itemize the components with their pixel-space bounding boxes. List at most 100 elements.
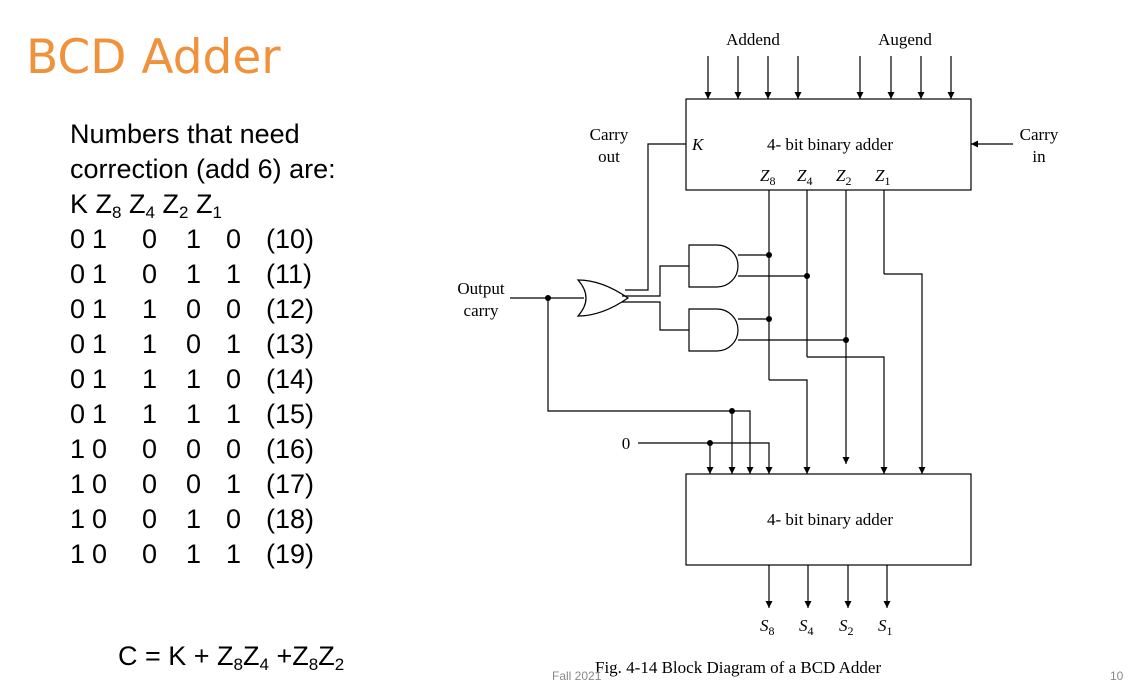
cell-z2: 1 <box>186 504 202 534</box>
cell-z4: 1 <box>142 329 158 359</box>
z2-label: Z2 <box>836 166 851 188</box>
addend-label: Addend <box>726 30 780 49</box>
s8-label: S8 <box>760 616 775 638</box>
cell-z2: 1 <box>186 364 202 394</box>
carry-in-label-2: in <box>1032 147 1046 166</box>
or-gate <box>576 279 630 317</box>
cell-z2: 0 <box>186 434 202 464</box>
cell-val: (12) <box>266 294 315 324</box>
header-k: K <box>70 189 89 219</box>
page-number: 10 <box>1110 669 1124 683</box>
carry-out-label-2: out <box>598 147 620 166</box>
cell-val: (19) <box>266 539 315 569</box>
cell-z8: 1 <box>92 294 108 324</box>
cell-z1: 1 <box>226 399 242 429</box>
z8-label: Z8 <box>760 166 775 188</box>
cell-val: (16) <box>266 434 315 464</box>
cell-k: 1 <box>70 539 86 569</box>
output-carry-label-2: carry <box>464 301 499 320</box>
top-adder-label: 4- bit binary adder <box>767 135 893 154</box>
cell-z1: 0 <box>226 434 242 464</box>
cell-z4: 1 <box>142 294 158 324</box>
figure-caption: Fig. 4-14 Block Diagram of a BCD Adder <box>595 658 881 677</box>
cell-z1: 1 <box>226 329 242 359</box>
cell-k: 1 <box>70 434 86 464</box>
and-gate-upper <box>688 244 739 288</box>
and-gate-lower <box>688 308 739 352</box>
s4-label: S4 <box>799 616 814 638</box>
carry-out-label-1: Carry <box>590 125 629 144</box>
cell-k: 0 <box>70 294 86 324</box>
carry-formula: C = K + Z8Z4 +Z8Z2 <box>118 641 345 674</box>
slide-title: BCD Adder <box>26 30 281 85</box>
cell-z8: 0 <box>92 504 108 534</box>
cell-k: 1 <box>70 504 86 534</box>
cell-z4: 0 <box>142 504 158 534</box>
cell-z4: 0 <box>142 539 158 569</box>
cell-k: 1 <box>70 469 86 499</box>
bottom-adder-box <box>685 473 972 566</box>
s2-label: S2 <box>839 616 854 638</box>
cell-k: 0 <box>70 399 86 429</box>
cell-val: (17) <box>266 469 315 499</box>
cell-z8: 1 <box>92 259 108 289</box>
cell-z2: 0 <box>186 469 202 499</box>
carry-in-label-1: Carry <box>1020 125 1059 144</box>
cell-z8: 0 <box>92 469 108 499</box>
cell-z1: 1 <box>226 469 242 499</box>
cell-z4: 0 <box>142 259 158 289</box>
cell-z1: 0 <box>226 364 242 394</box>
z1-label: Z1 <box>875 166 890 188</box>
cell-z1: 0 <box>226 224 242 254</box>
cell-z8: 1 <box>92 399 108 429</box>
z4-label: Z4 <box>797 166 812 188</box>
header-z4: Z4 <box>129 189 155 222</box>
cell-z1: 1 <box>226 539 242 569</box>
intro-line-2: correction (add 6) are: <box>70 154 336 184</box>
cell-z4: 0 <box>142 434 158 464</box>
cell-z2: 1 <box>186 539 202 569</box>
cell-z8: 1 <box>92 329 108 359</box>
cell-z4: 0 <box>142 469 158 499</box>
cell-z1: 1 <box>226 259 242 289</box>
bottom-adder-label: 4- bit binary adder <box>767 510 893 529</box>
cell-z8: 1 <box>92 364 108 394</box>
footer-date: Fall 2021 <box>552 669 602 683</box>
correction-table: Numbers that need correction (add 6) are… <box>70 117 336 572</box>
cell-val: (13) <box>266 329 315 359</box>
cell-z4: 1 <box>142 364 158 394</box>
cell-z8: 1 <box>92 224 108 254</box>
cell-z2: 1 <box>186 259 202 289</box>
cell-z8: 0 <box>92 434 108 464</box>
cell-k: 0 <box>70 364 86 394</box>
header-z2: Z2 <box>162 189 189 222</box>
cell-k: 0 <box>70 224 86 254</box>
cell-val: (15) <box>266 399 315 429</box>
header-z8: Z8 <box>95 189 122 222</box>
cell-z1: 0 <box>226 294 242 324</box>
k-label: K <box>691 135 705 154</box>
cell-z4: 1 <box>142 399 158 429</box>
cell-z2: 1 <box>186 224 202 254</box>
cell-z2: 0 <box>186 329 202 359</box>
cell-z8: 0 <box>92 539 108 569</box>
cell-val: (14) <box>266 364 315 394</box>
cell-val: (11) <box>266 259 313 289</box>
cell-z2: 0 <box>186 294 202 324</box>
s1-label: S1 <box>878 616 893 638</box>
zero-label: 0 <box>622 434 631 453</box>
header-z1: Z1 <box>195 189 222 222</box>
augend-label: Augend <box>878 30 932 49</box>
cell-z1: 0 <box>226 504 242 534</box>
